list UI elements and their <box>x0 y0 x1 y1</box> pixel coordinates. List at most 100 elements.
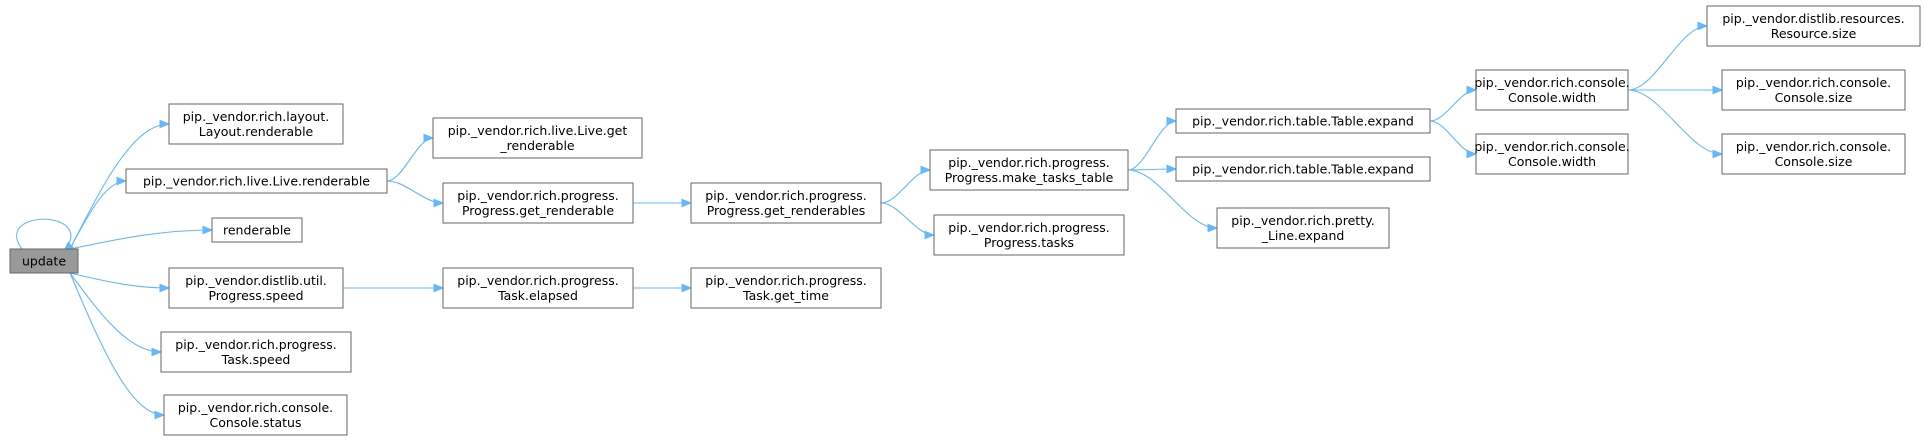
edge-update-to-live-renderable-arrowhead <box>116 176 128 186</box>
node-resource-size-label-line-2: Resource.size <box>1771 26 1857 41</box>
node-distlib-speed[interactable]: pip._vendor.distlib.util.Progress.speed <box>168 267 344 309</box>
node-progress-get-renderables-box <box>690 182 882 224</box>
node-console-size-2[interactable]: pip._vendor.rich.console.Console.size <box>1721 133 1906 175</box>
edge-update-to-update <box>16 218 72 252</box>
node-table-expand-1-label-line-1: pip._vendor.rich.table.Table.expand <box>1192 114 1414 129</box>
node-table-expand-2-box <box>1175 156 1431 182</box>
edge-make-tasks-table-to-line-expand <box>1127 169 1218 229</box>
node-console-size-2-box <box>1721 133 1906 175</box>
edge-update-to-console-status-arrowhead <box>154 410 166 420</box>
edge-console-width-1-to-resource-size <box>1627 25 1708 91</box>
edge-update-to-console-status <box>69 272 165 416</box>
edge-update-to-task-speed <box>69 272 162 353</box>
node-live-get-renderable-box <box>432 117 643 159</box>
node-task-speed-label-line-1: pip._vendor.rich.progress. <box>175 337 336 352</box>
edge-make-tasks-table-to-table-expand-2-arrowhead <box>1166 164 1178 174</box>
node-progress-get-renderable-label-line-2: Progress.get_renderable <box>462 203 614 218</box>
node-live-renderable-box <box>125 168 388 194</box>
node-live-get-renderable-label-line-2: _renderable <box>499 138 575 153</box>
node-layout-renderable[interactable]: pip._vendor.rich.layout.Layout.renderabl… <box>168 103 344 145</box>
edge-live-renderable-to-live-get-renderable <box>386 137 434 182</box>
node-task-get-time[interactable]: pip._vendor.rich.progress.Task.get_time <box>690 267 882 309</box>
edge-console-width-1-to-resource-size-arrowhead <box>1697 21 1709 31</box>
call-graph-edges <box>16 21 1724 420</box>
edge-table-expand-1-to-console-width-1 <box>1429 89 1477 122</box>
node-console-width-1-label-line-2: Console.width <box>1508 90 1596 105</box>
node-layout-renderable-label-line-2: Layout.renderable <box>199 124 314 139</box>
edge-progress-get-renderables-to-make-tasks-table-arrowhead <box>920 165 932 175</box>
edge-distlib-speed-to-task-elapsed-arrowhead <box>433 283 445 293</box>
node-console-width-2[interactable]: pip._vendor.rich.console.Console.width <box>1474 133 1630 175</box>
node-resource-size[interactable]: pip._vendor.distlib.resources.Resource.s… <box>1706 5 1921 47</box>
edge-progress-get-renderable-to-progress-get-renderables-arrowhead <box>681 198 693 208</box>
node-distlib-speed-box <box>168 267 344 309</box>
node-progress-get-renderable-box <box>442 182 634 224</box>
node-distlib-speed-label-line-2: Progress.speed <box>208 288 303 303</box>
node-console-size-1-box <box>1721 69 1906 111</box>
edge-make-tasks-table-to-table-expand-1-arrowhead <box>1166 116 1178 126</box>
node-table-expand-1[interactable]: pip._vendor.rich.table.Table.expand <box>1175 108 1431 134</box>
node-task-get-time-label-line-2: Task.get_time <box>742 288 829 303</box>
node-task-speed-label-line-2: Task.speed <box>221 352 291 367</box>
edge-console-width-1-to-console-size-2-arrowhead <box>1712 149 1724 159</box>
edge-make-tasks-table-to-line-expand-arrowhead <box>1207 223 1219 233</box>
node-console-width-2-box <box>1475 133 1629 175</box>
node-progress-get-renderable[interactable]: pip._vendor.rich.progress.Progress.get_r… <box>442 182 634 224</box>
node-renderable-box <box>211 217 303 243</box>
edge-update-to-distlib-speed-arrowhead <box>159 283 171 293</box>
node-progress-tasks[interactable]: pip._vendor.rich.progress.Progress.tasks <box>933 214 1125 256</box>
node-console-size-1-label-line-1: pip._vendor.rich.console. <box>1736 75 1891 90</box>
node-layout-renderable-label-line-1: pip._vendor.rich.layout. <box>183 109 329 124</box>
node-progress-get-renderable-label-line-1: pip._vendor.rich.progress. <box>457 188 618 203</box>
node-make-tasks-table-label-line-2: Progress.make_tasks_table <box>945 170 1114 185</box>
node-live-renderable[interactable]: pip._vendor.rich.live.Live.renderable <box>125 168 388 194</box>
edge-update-to-live-renderable <box>69 180 127 250</box>
node-make-tasks-table-label-line-1: pip._vendor.rich.progress. <box>948 155 1109 170</box>
node-live-get-renderable[interactable]: pip._vendor.rich.live.Live.get_renderabl… <box>432 117 643 159</box>
edge-table-expand-1-to-console-width-2-arrowhead <box>1466 149 1478 159</box>
node-layout-renderable-box <box>168 103 344 145</box>
edge-table-expand-1-to-console-width-2 <box>1429 120 1477 155</box>
edge-table-expand-1-to-console-width-1-arrowhead <box>1466 85 1478 95</box>
edge-make-tasks-table-to-table-expand-1 <box>1127 120 1177 171</box>
node-progress-tasks-box <box>933 214 1125 256</box>
edge-live-renderable-to-live-get-renderable-arrowhead <box>423 133 435 143</box>
node-task-speed[interactable]: pip._vendor.rich.progress.Task.speed <box>160 331 352 373</box>
node-task-elapsed[interactable]: pip._vendor.rich.progress.Task.elapsed <box>442 267 634 309</box>
node-task-get-time-box <box>690 267 882 309</box>
node-progress-get-renderables[interactable]: pip._vendor.rich.progress.Progress.get_r… <box>690 182 882 224</box>
node-console-size-2-label-line-2: Console.size <box>1775 154 1853 169</box>
node-renderable[interactable]: renderable <box>211 217 303 243</box>
node-console-status-box <box>163 394 348 436</box>
edge-update-to-layout-renderable <box>69 123 170 250</box>
node-update[interactable]: update <box>9 248 79 274</box>
edge-update-to-layout-renderable-arrowhead <box>159 119 171 129</box>
node-console-width-1-label-line-1: pip._vendor.rich.console. <box>1474 75 1629 90</box>
node-progress-tasks-label-line-1: pip._vendor.rich.progress. <box>948 220 1109 235</box>
node-task-elapsed-label-line-1: pip._vendor.rich.progress. <box>457 273 618 288</box>
node-console-status[interactable]: pip._vendor.rich.console.Console.status <box>163 394 348 436</box>
node-resource-size-label-line-1: pip._vendor.distlib.resources. <box>1722 11 1904 26</box>
node-live-renderable-label-line-1: pip._vendor.rich.live.Live.renderable <box>143 174 370 189</box>
node-table-expand-2-label-line-1: pip._vendor.rich.table.Table.expand <box>1192 162 1414 177</box>
edge-progress-get-renderables-to-progress-tasks-arrowhead <box>924 230 936 240</box>
edge-update-to-distlib-speed <box>69 272 170 289</box>
node-table-expand-2[interactable]: pip._vendor.rich.table.Table.expand <box>1175 156 1431 182</box>
node-update-box <box>9 248 79 274</box>
edge-task-elapsed-to-task-get-time-arrowhead <box>681 283 693 293</box>
node-line-expand-box <box>1216 207 1390 249</box>
node-task-elapsed-box <box>442 267 634 309</box>
node-task-get-time-label-line-1: pip._vendor.rich.progress. <box>705 273 866 288</box>
node-console-size-1[interactable]: pip._vendor.rich.console.Console.size <box>1721 69 1906 111</box>
node-update-label-line-1: update <box>22 254 66 269</box>
node-console-width-1[interactable]: pip._vendor.rich.console.Console.width <box>1474 69 1630 111</box>
edge-progress-get-renderables-to-make-tasks-table <box>880 169 931 204</box>
edge-live-renderable-to-progress-get-renderable-arrowhead <box>433 198 445 208</box>
node-line-expand[interactable]: pip._vendor.rich.pretty._Line.expand <box>1216 207 1390 249</box>
node-line-expand-label-line-2: _Line.expand <box>1261 228 1345 243</box>
node-make-tasks-table[interactable]: pip._vendor.rich.progress.Progress.make_… <box>929 149 1129 191</box>
node-progress-get-renderables-label-line-1: pip._vendor.rich.progress. <box>705 188 866 203</box>
node-console-width-2-label-line-1: pip._vendor.rich.console. <box>1474 139 1629 154</box>
edge-progress-get-renderables-to-progress-tasks <box>880 202 935 236</box>
